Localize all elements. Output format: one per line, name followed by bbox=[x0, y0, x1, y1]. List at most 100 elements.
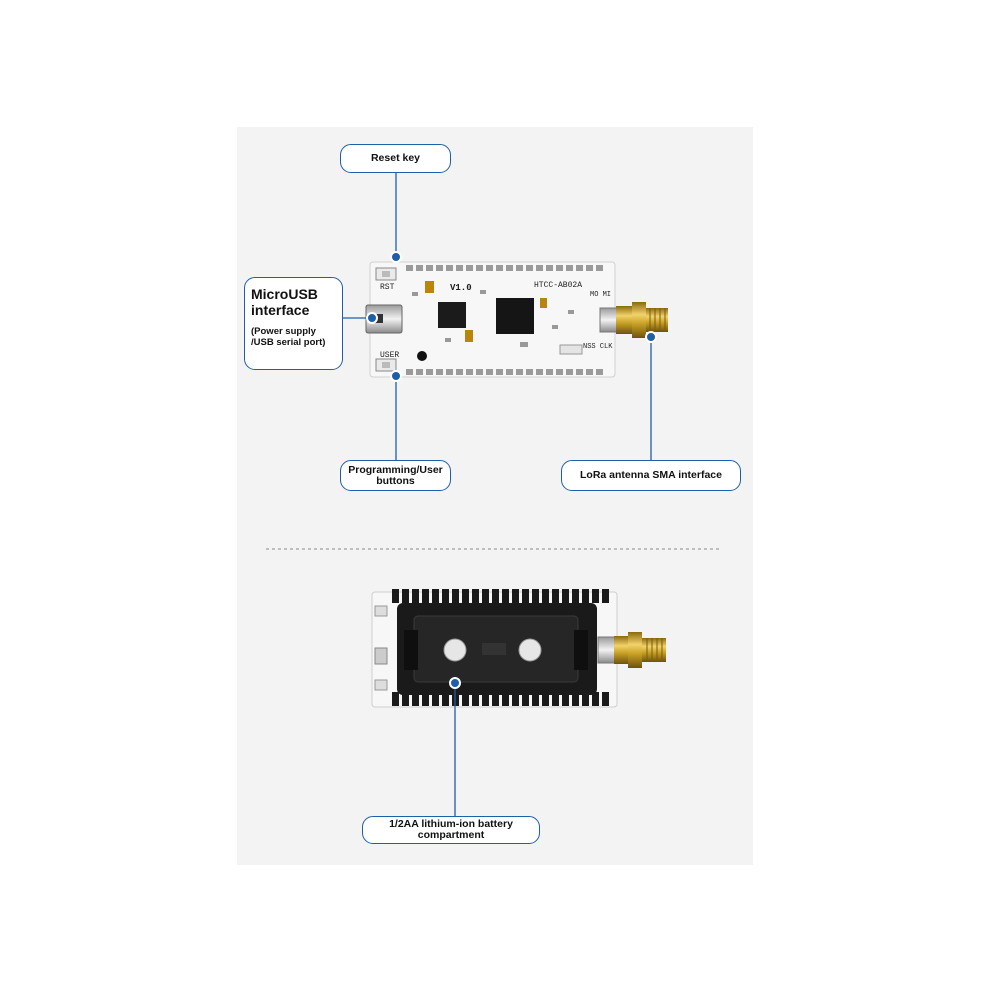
header-pin bbox=[476, 369, 483, 375]
header-pin bbox=[486, 369, 493, 375]
battery-contact-right bbox=[574, 630, 588, 670]
bottom-board bbox=[371, 589, 666, 708]
header-pin bbox=[512, 692, 519, 706]
bottom-pin-header bbox=[406, 369, 603, 375]
header-pin bbox=[532, 589, 539, 603]
pcb bbox=[369, 261, 616, 378]
header-pin bbox=[522, 692, 529, 706]
header-pin bbox=[556, 369, 563, 375]
header-pin bbox=[516, 265, 523, 271]
bottom-bottom-headers bbox=[392, 692, 609, 706]
usb-serial-chip bbox=[438, 302, 466, 328]
header-pin bbox=[532, 692, 539, 706]
smd-part bbox=[520, 342, 528, 347]
header-pin bbox=[506, 369, 513, 375]
silk-rst: RST bbox=[380, 283, 395, 292]
header-pin bbox=[412, 589, 419, 603]
marker-dots-top bbox=[366, 251, 657, 382]
top-board: RST USER V1.0 HTCC-AB02A MO MI NSS CLK bbox=[365, 261, 668, 378]
header-pin bbox=[406, 369, 413, 375]
side-part bbox=[374, 605, 388, 617]
header-pin bbox=[472, 692, 479, 706]
header-pin bbox=[466, 265, 473, 271]
header-pin bbox=[502, 589, 509, 603]
callout-battery-text: 1/2AA lithium-ion battery compartment bbox=[389, 818, 513, 841]
header-pin bbox=[406, 265, 413, 271]
header-pin bbox=[456, 265, 463, 271]
header-pin bbox=[512, 589, 519, 603]
header-pin bbox=[446, 369, 453, 375]
header-pin bbox=[536, 369, 543, 375]
yellow-capacitor bbox=[425, 281, 434, 293]
header-pin bbox=[586, 369, 593, 375]
header-pin bbox=[482, 692, 489, 706]
header-pin bbox=[436, 369, 443, 375]
header-pin bbox=[506, 265, 513, 271]
header-pin bbox=[422, 589, 429, 603]
header-pin bbox=[546, 265, 553, 271]
background-panel bbox=[237, 127, 753, 865]
callout-programming-buttons: Programming/User buttons bbox=[340, 460, 451, 491]
user-button-cap bbox=[382, 362, 390, 368]
header-pin bbox=[526, 265, 533, 271]
leader-lines-top bbox=[343, 173, 652, 460]
smd-part bbox=[552, 325, 558, 329]
header-pin bbox=[536, 265, 543, 271]
marker-dot-battery bbox=[449, 677, 461, 689]
header-pin bbox=[516, 369, 523, 375]
callout-programming-text: Programming/User buttons bbox=[348, 463, 443, 487]
header-pin bbox=[412, 692, 419, 706]
header-pin bbox=[562, 692, 569, 706]
mount-hole bbox=[518, 638, 542, 662]
header-pin bbox=[462, 589, 469, 603]
header-pin bbox=[456, 369, 463, 375]
header-pin bbox=[562, 589, 569, 603]
mcu-chip bbox=[496, 298, 534, 334]
header-pin bbox=[566, 265, 573, 271]
smd-part bbox=[568, 310, 574, 314]
side-part bbox=[374, 679, 388, 691]
header-pin bbox=[486, 265, 493, 271]
smd-part bbox=[412, 292, 418, 296]
header-pin bbox=[416, 369, 423, 375]
header-pin bbox=[492, 692, 499, 706]
header-pin bbox=[582, 692, 589, 706]
header-pin bbox=[402, 589, 409, 603]
side-part bbox=[374, 647, 388, 665]
header-pin bbox=[492, 589, 499, 603]
yellow-capacitor bbox=[540, 298, 547, 308]
header-pin bbox=[572, 692, 579, 706]
callout-reset-key: Reset key bbox=[340, 144, 451, 173]
silk-model: HTCC-AB02A bbox=[534, 281, 582, 290]
header-pin bbox=[436, 265, 443, 271]
header-pin bbox=[432, 589, 439, 603]
yellow-capacitor bbox=[465, 330, 473, 342]
header-pin bbox=[442, 589, 449, 603]
header-pin bbox=[596, 265, 603, 271]
callout-reset-text: Reset key bbox=[370, 152, 421, 164]
header-pin bbox=[576, 369, 583, 375]
bottom-top-headers bbox=[392, 589, 609, 603]
silk-user: USER bbox=[380, 351, 399, 360]
header-pin bbox=[446, 265, 453, 271]
header-pin bbox=[452, 589, 459, 603]
header-pin bbox=[592, 692, 599, 706]
header-pin bbox=[422, 692, 429, 706]
header-pin bbox=[576, 265, 583, 271]
header-pin bbox=[416, 265, 423, 271]
header-pin bbox=[596, 369, 603, 375]
header-pin bbox=[466, 369, 473, 375]
header-pin bbox=[602, 692, 609, 706]
callout-microusb-title: MicroUSB interface bbox=[251, 286, 318, 318]
holder-marking bbox=[482, 643, 506, 655]
header-pin bbox=[476, 265, 483, 271]
header-pin bbox=[496, 369, 503, 375]
header-pin bbox=[392, 692, 399, 706]
smd-part bbox=[480, 290, 486, 294]
header-pin bbox=[592, 589, 599, 603]
sma-connector bbox=[599, 302, 668, 338]
header-pin bbox=[572, 589, 579, 603]
header-pin bbox=[522, 589, 529, 603]
microusb-port[interactable] bbox=[365, 304, 403, 334]
header-pin bbox=[542, 692, 549, 706]
